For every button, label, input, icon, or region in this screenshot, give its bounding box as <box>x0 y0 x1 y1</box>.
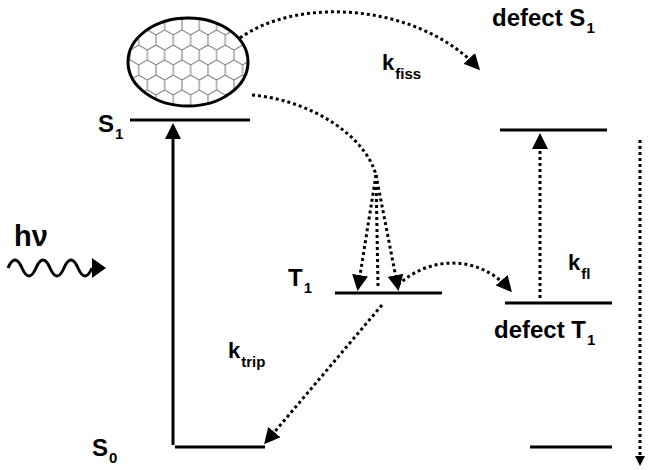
state-subscript: 1 <box>587 332 595 347</box>
state-subscript: 1 <box>115 126 123 141</box>
absorption-arrow <box>172 126 175 445</box>
state-label: S <box>92 436 108 460</box>
rate-subscript: trip <box>241 354 265 369</box>
state-label: defect S <box>492 6 585 30</box>
s1-level <box>130 119 250 122</box>
s0-level <box>175 446 265 449</box>
photon-wave <box>8 260 92 276</box>
photon-arrowhead <box>92 258 106 278</box>
state-subscript: 1 <box>586 20 594 35</box>
fission-arrow <box>252 95 376 175</box>
triplet-decay-arrow <box>266 305 382 442</box>
fission-branch <box>358 175 376 288</box>
rate-label: k <box>228 340 240 362</box>
energy-levels <box>130 120 612 447</box>
fluorescence-arrow <box>639 140 642 464</box>
rate-subscript: fl <box>581 266 590 281</box>
defect-s1-level <box>500 129 607 132</box>
rate-label: k <box>382 52 394 74</box>
photon-label: hν <box>14 222 48 251</box>
graphene-flake <box>120 10 260 120</box>
state-subscript: 0 <box>109 450 117 465</box>
t1-level <box>335 292 442 295</box>
state-subscript: 1 <box>304 280 312 295</box>
defect-s0-level <box>530 446 612 449</box>
state-label: S <box>98 112 114 136</box>
transfer-to-defect-t1-arrow <box>398 263 510 290</box>
fission-branch <box>376 175 378 286</box>
transfer-to-defect-s1-arrow <box>240 12 478 68</box>
upconversion-arrow <box>539 136 542 298</box>
rate-label: k <box>568 252 580 274</box>
fission-branch <box>376 175 398 288</box>
state-label: defect T <box>494 318 586 342</box>
defect-t1-level <box>505 302 612 305</box>
rate-subscript: fiss <box>395 66 421 81</box>
state-label: T <box>288 266 303 290</box>
